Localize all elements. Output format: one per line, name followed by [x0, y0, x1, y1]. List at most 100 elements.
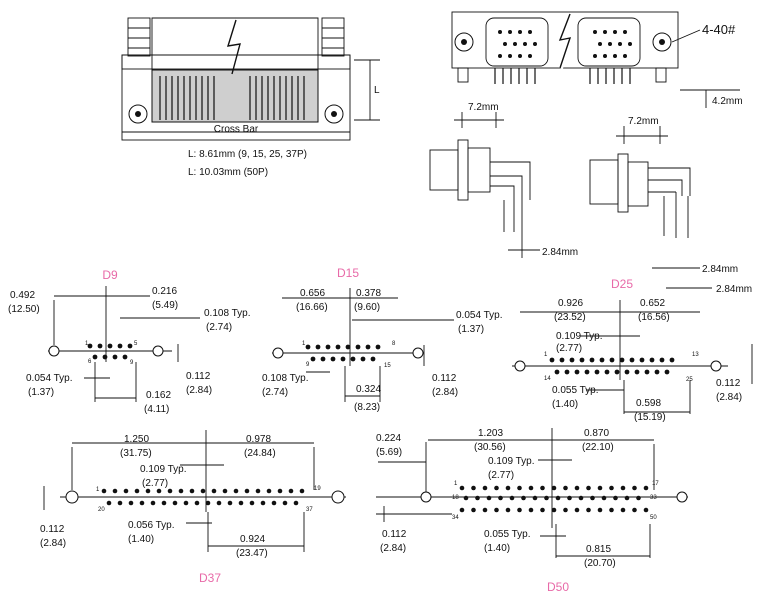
pin — [471, 485, 476, 491]
pin — [178, 488, 184, 494]
pin — [150, 500, 156, 506]
d15-dim3-mm: (1.37) — [458, 324, 484, 335]
d50-footprint: D50 0.224 (5.69) 1.203 (30.56) 0.870 (22… — [376, 428, 688, 594]
d50-pin33: 33 — [650, 495, 657, 501]
d37-dim2: 0.978 — [246, 434, 271, 445]
d15-dim1: 0.656 — [300, 288, 325, 299]
pin — [578, 495, 584, 501]
cross-bar-label: Cross Bar — [214, 124, 259, 135]
pin — [194, 500, 200, 506]
pin — [624, 495, 630, 501]
d15-dim5-mm: (8.23) — [354, 402, 380, 413]
l-note-1: L: 8.61mm (9, 15, 25, 37P) — [188, 149, 307, 160]
d15-dim3: 0.054 Typ. — [456, 310, 503, 321]
pin — [540, 507, 545, 513]
pin — [494, 485, 499, 491]
d9-dim3-mm: (2.74) — [206, 322, 232, 333]
pin — [277, 488, 283, 494]
pin — [643, 507, 649, 513]
d9-dim4: 0.054 Typ. — [26, 373, 73, 384]
pin — [167, 488, 173, 494]
d37-dim4: 0.112 — [40, 524, 65, 535]
d25-title: D25 — [611, 277, 633, 291]
pin — [528, 485, 534, 491]
pin — [551, 507, 557, 513]
d50-dim3-mm: (22.10) — [582, 442, 614, 453]
pin — [112, 488, 118, 494]
d37-dim5-mm: (1.40) — [128, 534, 154, 545]
pin — [249, 500, 255, 506]
d25-dim1-mm: (23.52) — [554, 312, 586, 323]
d9-dim5: 0.112 — [186, 371, 211, 382]
d9-dim2-mm: (5.49) — [152, 300, 178, 311]
d37-dim3-mm: (2.77) — [142, 478, 168, 489]
pin — [482, 507, 488, 513]
pin — [528, 507, 534, 513]
d15-pin9: 9 — [306, 362, 310, 368]
d9-pin9: 9 — [130, 360, 134, 366]
pin — [183, 500, 189, 506]
height-label: 4.2mm — [712, 96, 743, 107]
pin — [128, 500, 134, 506]
pin — [563, 485, 568, 491]
d50-dim1-mm: (5.69) — [376, 447, 402, 458]
side1-top-dim: 7.2mm — [468, 102, 499, 113]
d15-dim4: 0.108 Typ. — [262, 373, 309, 384]
d37-dim6: 0.924 — [240, 534, 265, 545]
d37-dim1: 1.250 — [124, 434, 149, 445]
pin — [211, 488, 217, 494]
pin — [609, 485, 614, 491]
pin — [459, 507, 465, 513]
d50-pin18: 18 — [452, 495, 459, 501]
d37-pin1: 1 — [96, 487, 100, 493]
pin — [544, 495, 549, 501]
pin — [117, 500, 123, 506]
pin — [586, 507, 591, 513]
d25-dim5-mm: (15.19) — [634, 412, 666, 423]
d9-dim2: 0.216 — [152, 286, 177, 297]
d50-dim4-mm: (2.77) — [488, 470, 514, 481]
pin — [101, 488, 107, 494]
d9-dim4-mm: (1.37) — [28, 387, 54, 398]
pin — [139, 500, 145, 506]
d50-dim4: 0.109 Typ. — [488, 456, 535, 467]
d9-dim1: 0.492 — [10, 290, 35, 301]
pin — [517, 507, 522, 513]
pin — [172, 500, 178, 506]
pin — [632, 507, 637, 513]
d15-dim1-mm: (16.66) — [296, 302, 328, 313]
d15-pin15: 15 — [384, 363, 391, 369]
pin — [293, 500, 299, 506]
d37-dim5: 0.056 Typ. — [128, 520, 175, 531]
pin — [463, 495, 469, 501]
d9-pin1: 1 — [85, 341, 89, 347]
pin — [227, 500, 233, 506]
pin — [134, 488, 140, 494]
pin — [471, 507, 476, 513]
d25-dim4: 0.055 Typ. — [552, 385, 599, 396]
pin — [282, 500, 288, 506]
pin — [106, 500, 112, 506]
d50-dim6-mm: (1.40) — [484, 543, 510, 554]
pin — [145, 488, 151, 494]
d25-dim2-mm: (16.56) — [638, 312, 670, 323]
d15-dim2: 0.378 — [356, 288, 381, 299]
d25-pin13: 13 — [692, 352, 699, 358]
pin — [271, 500, 277, 506]
d25-dim6: 0.112 — [716, 378, 741, 389]
pin — [299, 488, 305, 494]
d50-dim5-mm: (2.84) — [380, 543, 406, 554]
d37-dim1-mm: (31.75) — [120, 448, 152, 459]
pin — [563, 507, 568, 513]
d50-pin34: 34 — [452, 515, 459, 521]
d50-pin1: 1 — [454, 481, 458, 487]
pin — [266, 488, 272, 494]
pin — [189, 488, 195, 494]
d15-pin8: 8 — [392, 341, 396, 347]
d25-dim1: 0.926 — [558, 298, 583, 309]
pin — [505, 507, 511, 513]
d50-dim2: 1.203 — [478, 428, 503, 439]
pin — [505, 485, 511, 491]
d37-pin37: 37 — [306, 507, 313, 513]
